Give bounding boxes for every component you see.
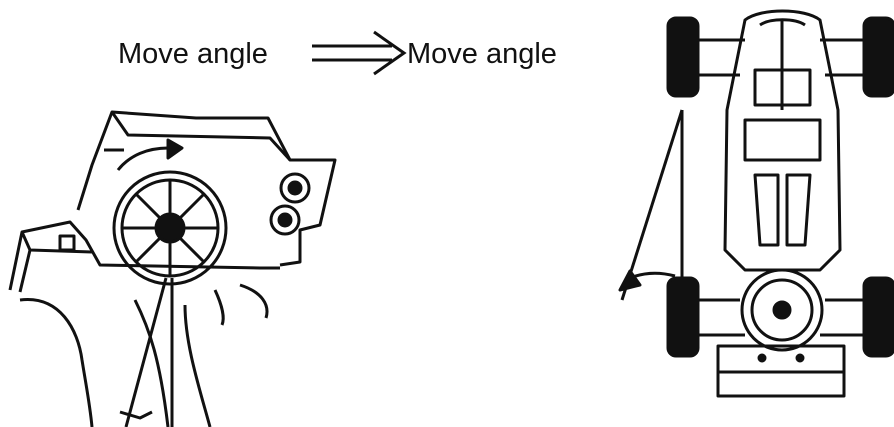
move-angle-label-right: Move angle	[407, 38, 557, 70]
rc-transmitter-icon	[8, 110, 337, 427]
move-angle-label-left: Move angle	[118, 38, 268, 70]
double-line-right-arrow-icon	[312, 30, 407, 76]
rc-car-top-view-icon	[618, 9, 894, 398]
